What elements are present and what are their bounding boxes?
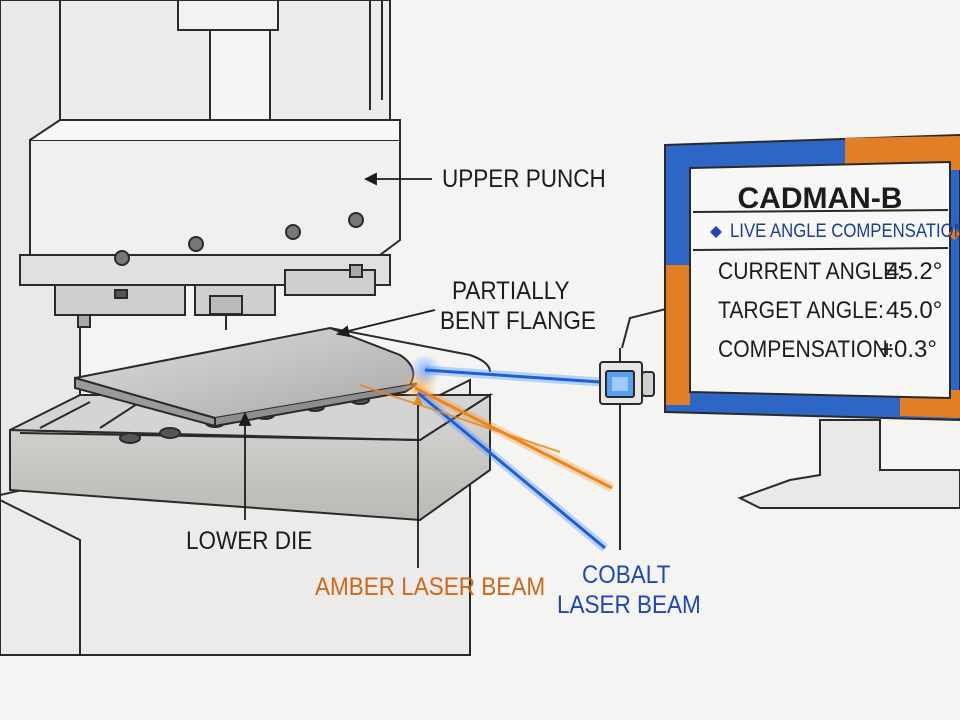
sensor-cable	[621, 307, 671, 349]
upper-punch-label: UPPER PUNCH	[442, 165, 606, 193]
orange-diamond-icon	[948, 228, 960, 240]
current-angle-label: CURRENT ANGLE:	[718, 258, 904, 285]
laser-beams	[359, 354, 615, 552]
cobalt-label-line1: COBALT	[582, 561, 671, 589]
flange-label-line2: BENT FLANGE	[440, 307, 596, 335]
lower-die-label: LOWER DIE	[186, 527, 313, 555]
monitor-title: CADMAN-B	[737, 182, 903, 215]
compensation-value: +0.3°	[880, 336, 937, 363]
flange-label-line1: PARTIALLY	[452, 277, 570, 305]
blue-diamond-icon	[710, 226, 722, 238]
target-angle-label: TARGET ANGLE:	[718, 297, 884, 324]
current-angle-value: 45.2°	[886, 258, 943, 285]
leader-lines	[238, 172, 436, 568]
compensation-label: COMPENSATION:	[718, 336, 894, 363]
amber-beam-label: AMBER LASER BEAM	[315, 573, 546, 601]
laser-sensor	[599, 348, 655, 550]
subtitle-diamond-icons	[710, 226, 960, 240]
upper-punch	[19, 119, 401, 330]
monitor	[664, 133, 960, 509]
lower-die	[0, 378, 494, 656]
target-angle-value: 45.0°	[886, 297, 943, 324]
monitor-subtitle: LIVE ANGLE COMPENSATION	[730, 221, 960, 242]
cobalt-label-line2: LASER BEAM	[557, 591, 701, 619]
